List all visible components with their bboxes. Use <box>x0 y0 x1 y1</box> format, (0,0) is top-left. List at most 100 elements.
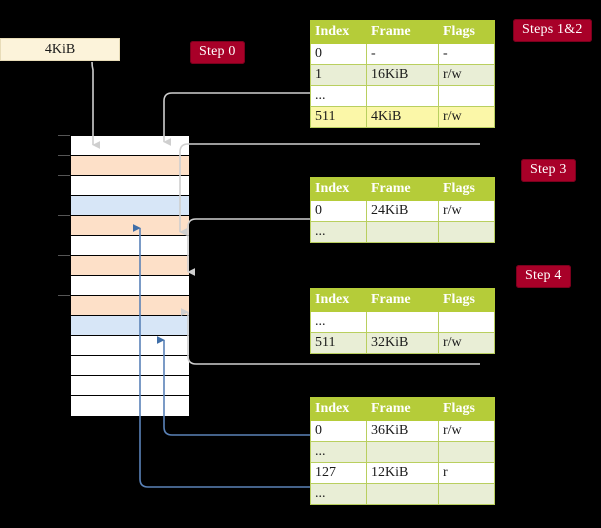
cell-index: 0 <box>310 43 367 65</box>
header-frame: Frame <box>366 20 439 44</box>
badge-step-0: Step 0 <box>190 41 245 64</box>
memory-frame-row <box>71 216 189 236</box>
cell-index: 1 <box>310 64 367 86</box>
table-row: 0-- <box>310 43 495 65</box>
badge-step-0-label: Step 0 <box>199 44 236 59</box>
table-row: ... <box>310 311 495 333</box>
cell-index: 0 <box>310 200 367 222</box>
header-frame: Frame <box>366 288 439 312</box>
frame-tick-0 <box>58 135 70 136</box>
memory-frame-row <box>71 156 189 176</box>
table-header-row: Index Frame Flags <box>310 177 495 201</box>
header-index: Index <box>310 288 367 312</box>
cell-flags <box>438 311 495 333</box>
table-row: ... <box>310 85 495 107</box>
frame-tick-1 <box>58 155 70 156</box>
badge-step-4: Step 4 <box>516 265 571 288</box>
memory-frame-row <box>71 276 189 296</box>
frame-tick-4 <box>58 255 70 256</box>
table-header-row: Index Frame Flags <box>310 397 495 421</box>
table-header-row: Index Frame Flags <box>310 288 495 312</box>
cell-index: 511 <box>310 332 367 354</box>
cell-frame: - <box>366 43 439 65</box>
header-flags: Flags <box>438 397 495 421</box>
cell-index: 0 <box>310 420 367 442</box>
memory-frame-row <box>71 136 189 156</box>
cell-index: ... <box>310 85 367 107</box>
cell-frame: 36KiB <box>366 420 439 442</box>
table-row: ... <box>310 221 495 243</box>
cell-index: ... <box>310 483 367 505</box>
header-index: Index <box>310 177 367 201</box>
table-row: ... <box>310 483 495 505</box>
cell-flags: r/w <box>438 200 495 222</box>
header-flags: Flags <box>438 288 495 312</box>
badge-steps-1-2: Steps 1&2 <box>513 19 592 42</box>
cell-frame: 16KiB <box>366 64 439 86</box>
physical-memory-column <box>70 135 190 416</box>
header-flags: Flags <box>438 20 495 44</box>
cell-flags <box>438 483 495 505</box>
frame-tick-5 <box>58 295 70 296</box>
cell-index: ... <box>310 311 367 333</box>
cell-frame <box>366 311 439 333</box>
header-index: Index <box>310 397 367 421</box>
badge-step-4-label: Step 4 <box>525 268 562 283</box>
memory-frame-row <box>71 336 189 356</box>
header-flags: Flags <box>438 177 495 201</box>
cell-frame <box>366 441 439 463</box>
cell-flags: r/w <box>438 106 495 128</box>
memory-frame-row <box>71 316 189 336</box>
cell-frame: 24KiB <box>366 200 439 222</box>
memory-frame-row <box>71 256 189 276</box>
cell-flags: r/w <box>438 420 495 442</box>
cell-flags <box>438 85 495 107</box>
cell-flags: r/w <box>438 332 495 354</box>
virtual-address-label: 4KiB <box>44 42 76 57</box>
header-index: Index <box>310 20 367 44</box>
memory-frame-row <box>71 296 189 316</box>
virtual-address-box: 4KiB <box>0 38 120 61</box>
cell-frame: 12KiB <box>366 462 439 484</box>
cell-frame: 32KiB <box>366 332 439 354</box>
header-frame: Frame <box>366 177 439 201</box>
cell-frame <box>366 483 439 505</box>
cell-index: 511 <box>310 106 367 128</box>
header-frame: Frame <box>366 397 439 421</box>
table-header-row: Index Frame Flags <box>310 20 495 44</box>
cell-frame <box>366 221 439 243</box>
badge-step-3-label: Step 3 <box>530 162 567 177</box>
memory-frame-row <box>71 396 189 416</box>
cell-flags <box>438 221 495 243</box>
badge-steps-1-2-label: Steps 1&2 <box>522 22 583 37</box>
cell-index: 127 <box>310 462 367 484</box>
cell-flags: r/w <box>438 64 495 86</box>
memory-frame-row <box>71 236 189 256</box>
frame-tick-2 <box>58 175 70 176</box>
memory-frame-row <box>71 196 189 216</box>
frame-tick-3 <box>58 215 70 216</box>
cell-flags: - <box>438 43 495 65</box>
memory-frame-row <box>71 356 189 376</box>
badge-step-3: Step 3 <box>521 159 576 182</box>
wire-step0 <box>91 61 100 149</box>
memory-frame-row <box>71 176 189 196</box>
cell-frame: 4KiB <box>366 106 439 128</box>
cell-frame <box>366 85 439 107</box>
cell-flags <box>438 441 495 463</box>
cell-index: ... <box>310 441 367 463</box>
